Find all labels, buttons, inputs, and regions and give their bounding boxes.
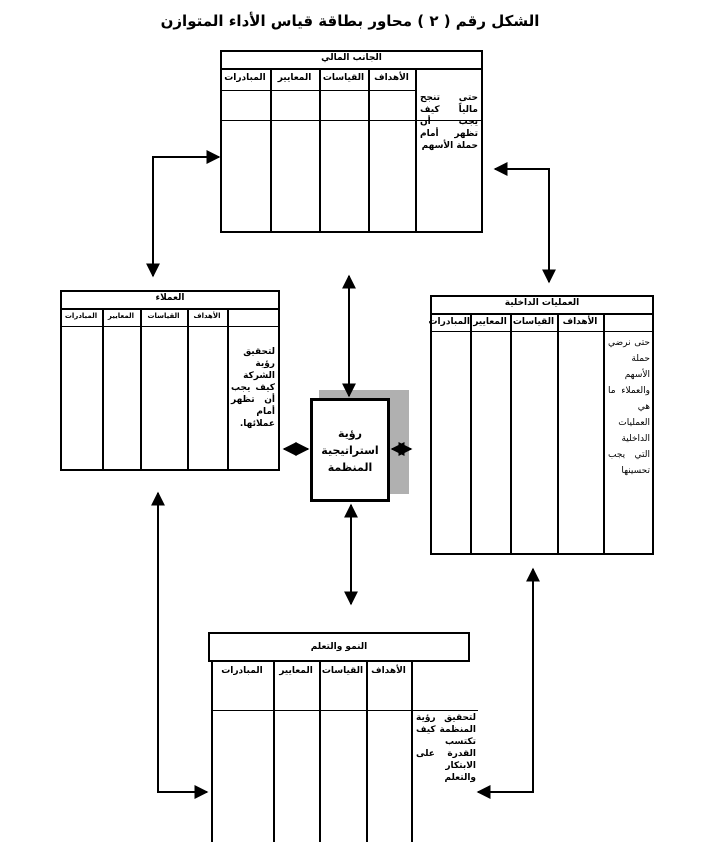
figure-title: الشكل رقم ( ٢ ) محاور بطاقة قياس الأداء … bbox=[160, 12, 540, 30]
internal-header: العمليات الداخلية bbox=[504, 298, 580, 308]
customers-col-objectives: الأهداف bbox=[193, 312, 221, 320]
financial-description: حتى تنجح مالياً كيف يجب أن تظهر أمام حمل… bbox=[420, 93, 478, 151]
vision-line-2: استراتيجية bbox=[321, 443, 379, 457]
growth-card: النمو والتعلم الأهداف القياسات المعايير … bbox=[208, 632, 478, 842]
financial-col-initiatives: المبادرات bbox=[224, 73, 266, 83]
financial-col-standards: المعايير bbox=[277, 73, 312, 83]
vision-line-1: رؤية bbox=[338, 426, 362, 440]
arrow-internal-to-growth bbox=[476, 567, 540, 799]
customers-description: لتحقيق رؤية الشركة كيف يجب أن تظهر أمام … bbox=[231, 347, 275, 429]
arrow-customers-to-growth bbox=[151, 491, 209, 799]
vision-line-3: المنظمة bbox=[327, 460, 373, 474]
internal-card: العمليات الداخلية الأهداف القياسات المعا… bbox=[428, 295, 654, 555]
financial-col-measures: القياسات bbox=[322, 73, 365, 83]
internal-description: حتى نرضي حملة الأسهم والعملاء ما هي العم… bbox=[608, 338, 650, 476]
growth-col-objectives: الأهداف bbox=[371, 666, 406, 676]
financial-header: الجانب المالي bbox=[321, 53, 382, 63]
arrow-financial-to-customers bbox=[146, 150, 221, 278]
customers-col-standards: المعايير bbox=[107, 312, 135, 320]
growth-col-measures: القياسات bbox=[321, 666, 364, 676]
growth-col-standards: المعايير bbox=[279, 666, 313, 676]
financial-col-objectives: الأهداف bbox=[374, 73, 409, 83]
customers-card: العملاء الأهداف القياسات المعايير المباد… bbox=[60, 290, 280, 471]
arrow-financial-to-internal bbox=[493, 162, 556, 284]
growth-col-initiatives: المبادرات bbox=[221, 666, 263, 676]
internal-col-measures: القياسات bbox=[512, 317, 555, 327]
customers-col-measures: القياسات bbox=[147, 312, 180, 320]
internal-col-standards: المعايير bbox=[473, 317, 507, 327]
customers-header: العملاء bbox=[155, 293, 185, 303]
customers-col-initiatives: المبادرات bbox=[64, 312, 98, 320]
growth-description: لتحقيق رؤية المنظمة كيف تكتسب القدرة على… bbox=[416, 713, 476, 783]
internal-col-objectives: الأهداف bbox=[562, 317, 598, 327]
growth-header: النمو والتعلم bbox=[310, 642, 368, 652]
financial-card: الجانب المالي الأهداف القياسات المعايير … bbox=[220, 50, 483, 233]
internal-col-initiatives: المبادرات bbox=[428, 317, 470, 327]
